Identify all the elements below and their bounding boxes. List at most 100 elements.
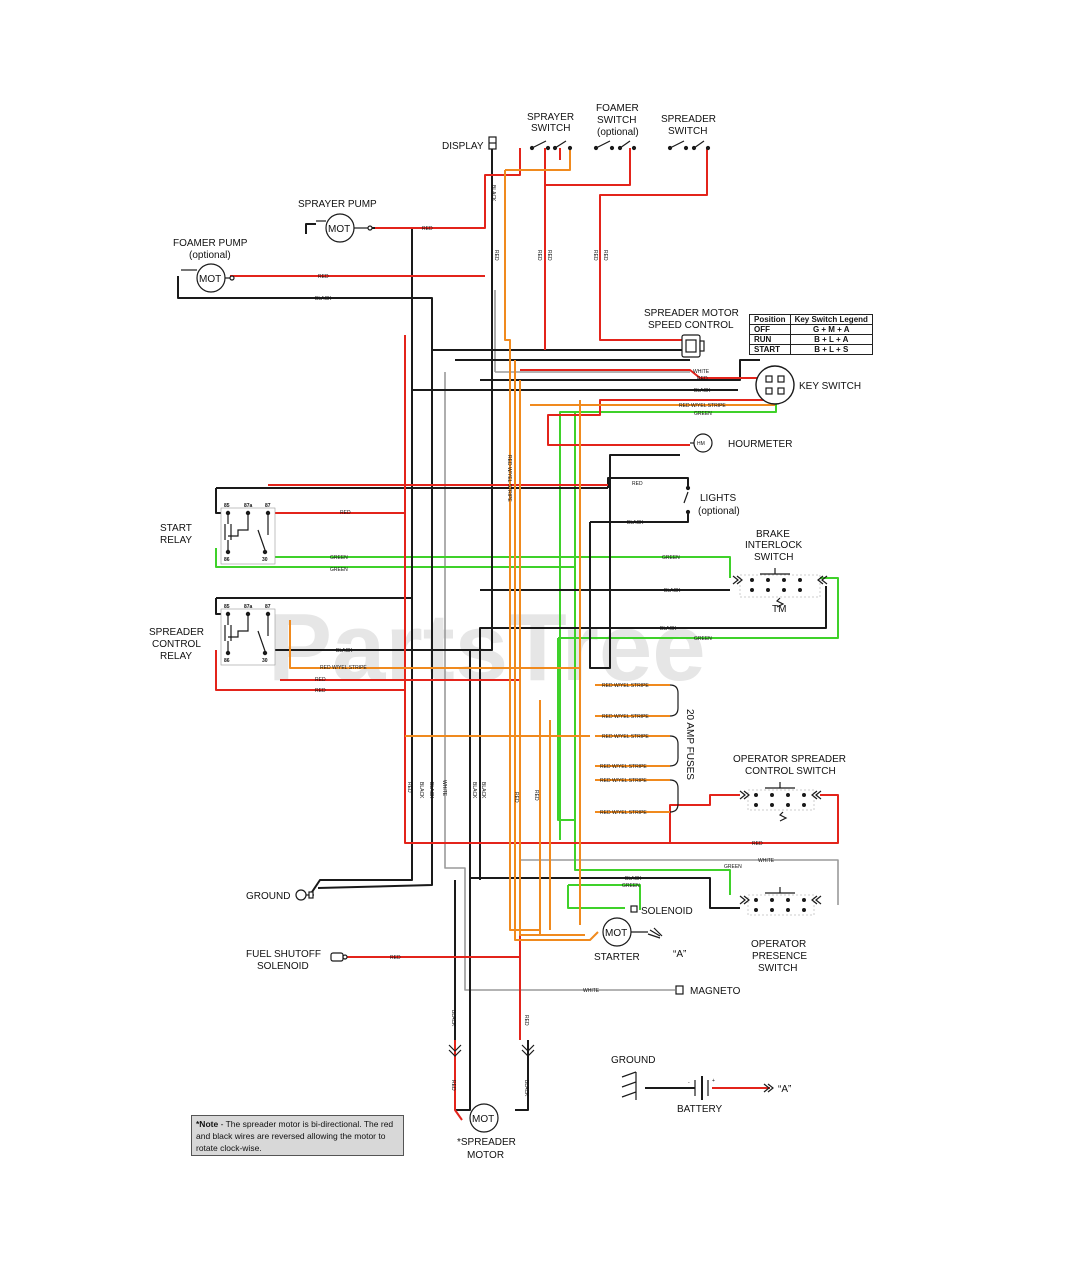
battery-ref-label: “A”	[778, 1084, 791, 1095]
legend-circuit: B + L + S	[789, 344, 873, 355]
foamer-switch-label-3: (optional)	[597, 127, 639, 138]
svg-text:85: 85	[224, 604, 230, 610]
foamer-switch-label-1: FOAMER	[596, 103, 639, 114]
solenoid-connector	[630, 905, 638, 913]
wire-label: RED W/YEL STRIPE	[600, 778, 647, 784]
start-relay-pins: 85 87a 87 86 30	[224, 503, 271, 563]
svg-text:87: 87	[265, 503, 271, 509]
wire-label: GREEN	[694, 411, 712, 417]
legend-header-row: Position Key Switch Legend	[749, 314, 873, 325]
foamer-pump-label-1: FOAMER PUMP	[173, 238, 248, 249]
svg-text:85: 85	[224, 503, 230, 509]
wire-label: RED	[513, 792, 519, 803]
wire-label: RED	[697, 376, 708, 382]
watermark-tm: TM	[772, 604, 786, 615]
wire-labels: RED RED BLACK WHITE RED BLACK RED W/YEL …	[315, 185, 775, 1097]
speed-control-label-1: SPREADER MOTOR	[644, 308, 739, 319]
wire-label: BLACK	[428, 782, 434, 799]
spreader-motor-label-2: MOTOR	[467, 1150, 504, 1161]
spreader-control-relay-symbol	[220, 608, 276, 666]
starter-label: STARTER	[594, 952, 640, 963]
brake-interlock-label-2: INTERLOCK	[745, 540, 803, 551]
green-wires	[215, 400, 839, 910]
battery-icon	[621, 1071, 774, 1100]
wire-label: RED	[546, 250, 552, 261]
key-switch-label: KEY SWITCH	[799, 381, 861, 392]
svg-text:86: 86	[224, 557, 230, 563]
lights-label-2: (optional)	[698, 506, 740, 517]
wire-label: RED W/YEL STRIPE	[600, 764, 647, 770]
wire-label: WHITE	[758, 858, 775, 864]
legend-header-circuit: Key Switch Legend	[789, 314, 873, 325]
solenoid-label: SOLENOID	[641, 906, 693, 917]
svg-text:86: 86	[224, 658, 230, 664]
battery-label: BATTERY	[677, 1104, 723, 1115]
wire-label: RED	[493, 250, 499, 261]
note-text: - The spreader motor is bi-directional. …	[196, 1119, 394, 1153]
spreader-motor-mot-label: MOT	[472, 1114, 494, 1125]
wire-label: RED	[536, 250, 542, 261]
sprayer-pump-label: SPRAYER PUMP	[298, 199, 377, 210]
red-wires	[215, 148, 839, 1121]
wire-label: GREEN	[724, 864, 742, 870]
white-wires	[444, 290, 839, 991]
hourmeter-label: HOURMETER	[728, 439, 792, 450]
op-presence-label-1: OPERATOR	[751, 939, 806, 950]
sprayer-pump-motor-icon	[316, 213, 373, 243]
wire-label: RED W/YEL STRIPE	[600, 810, 647, 816]
speed-control-connector	[681, 334, 705, 358]
spreader-switch-label-1: SPREADER	[661, 114, 716, 125]
wire-label: WHITE	[441, 780, 447, 797]
wire-label: BLACK	[418, 782, 424, 799]
hourmeter-hm-label: HM	[697, 441, 705, 447]
wire-label: BLACK	[664, 588, 681, 594]
wire-label: BLACK	[694, 388, 711, 394]
svg-text:87a: 87a	[244, 503, 253, 509]
wire-label: BLACK	[627, 520, 644, 526]
wire-label: WHITE	[693, 369, 710, 375]
key-switch-legend: Position Key Switch Legend OFF G + M + A…	[749, 314, 873, 355]
foamer-pump-motor-icon	[181, 263, 235, 293]
starter-ref-label: “A”	[673, 949, 686, 960]
wire-label: RED	[450, 1080, 456, 1091]
wire-label: BLACK	[336, 648, 353, 654]
wire-label: RED	[422, 226, 433, 232]
spreader-switch-symbol	[667, 140, 711, 151]
wire-label: RED	[406, 782, 412, 793]
wire-label: GREEN	[330, 567, 348, 573]
fuses-bracket	[669, 684, 679, 813]
foamer-switch-label-2: SWITCH	[597, 115, 636, 126]
legend-circuit: B + L + A	[789, 334, 873, 345]
legend-circuit: G + M + A	[789, 324, 873, 335]
legend-row: RUN B + L + A	[749, 334, 873, 345]
orange-wires	[289, 150, 775, 941]
wire-label: RED	[632, 481, 643, 487]
watermark: PartsTree	[268, 594, 706, 701]
sprayer-switch-label-1: SPRAYER	[527, 112, 574, 123]
hourmeter-icon	[690, 433, 713, 453]
battery-minus: -	[688, 1080, 690, 1086]
wire-label: RED	[318, 274, 329, 280]
op-presence-label-3: SWITCH	[758, 963, 797, 974]
wire-label: RED	[592, 250, 598, 261]
foamer-pump-mot-label: MOT	[199, 274, 221, 285]
ground-left-label: GROUND	[246, 891, 290, 902]
lights-label-1: LIGHTS	[700, 493, 736, 504]
svg-text:87a: 87a	[244, 604, 253, 610]
legend-row: OFF G + M + A	[749, 324, 873, 335]
wire-label: RED W/YEL STRIPE	[602, 683, 649, 689]
legend-position: START	[749, 344, 791, 355]
wire-label: GREEN	[662, 555, 680, 561]
wire-label: RED	[390, 955, 401, 961]
foamer-pump-label-2: (optional)	[189, 250, 231, 261]
sprayer-switch-label-2: SWITCH	[531, 123, 570, 134]
brake-interlock-label-1: BRAKE	[756, 529, 790, 540]
starter-mot-label: MOT	[605, 928, 627, 939]
wire-label: RED	[602, 250, 608, 261]
wire-label: RED W/YEL STRIPE	[506, 455, 512, 502]
wire-label: RED W/YEL STRIPE	[679, 403, 726, 409]
spreader-relay-label-3: RELAY	[160, 651, 192, 662]
fuel-shutoff-solenoid-icon	[330, 952, 348, 962]
component-labels: DISPLAY SPRAYER SWITCH FOAMER SWITCH (op…	[149, 103, 861, 1161]
